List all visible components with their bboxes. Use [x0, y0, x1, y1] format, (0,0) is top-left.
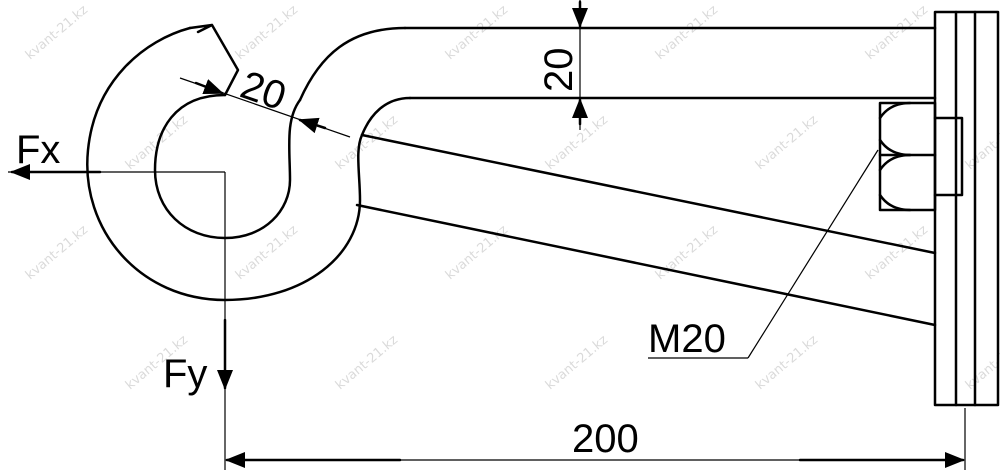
watermark-text: kvant-21.kz [963, 112, 1000, 173]
watermark-text: kvant-21.kz [443, 2, 511, 63]
nut [878, 101, 964, 212]
watermark-text: kvant-21.kz [233, 2, 301, 63]
thread-leader [648, 149, 879, 359]
watermark-text: kvant-21.kz [753, 332, 821, 393]
dimension-hook-thickness [179, 77, 351, 138]
watermark-text: kvant-21.kz [23, 222, 91, 283]
dimension-length [225, 408, 966, 470]
label-length: 200 [572, 417, 639, 461]
watermark-text: kvant-21.kz [863, 2, 931, 63]
watermark-text: kvant-21.kz [543, 332, 611, 393]
watermark-text: kvant-21.kz [23, 2, 91, 63]
watermark-text: kvant-21.kz [543, 112, 611, 173]
hook [86, 23, 412, 302]
watermark-text: kvant-21.kz [123, 112, 191, 173]
label-thread: M20 [648, 317, 726, 361]
label-rod-thickness: 20 [537, 48, 581, 93]
watermark-text: kvant-21.kz [653, 2, 721, 63]
watermark-text: kvant-21.kz [333, 112, 401, 173]
wall-plate [933, 10, 1000, 407]
watermark-text: kvant-21.kz [753, 112, 821, 173]
watermark-layer: kvant-21.kz kvant-21.kz kvant-21.kz kvant-2… [23, 2, 1000, 393]
label-fx: Fx [16, 128, 60, 172]
watermark-text: kvant-21.kz [963, 332, 1000, 393]
watermark-text: kvant-21.kz [333, 332, 401, 393]
watermark-text: kvant-21.kz [233, 222, 301, 283]
inclined-rod [355, 133, 937, 327]
label-hook-thickness: 20 [235, 63, 291, 119]
watermark-text: kvant-21.kz [443, 222, 511, 283]
horizontal-rod [403, 26, 937, 100]
watermark-text: kvant-21.kz [863, 222, 931, 283]
label-fy: Fy [163, 352, 207, 396]
